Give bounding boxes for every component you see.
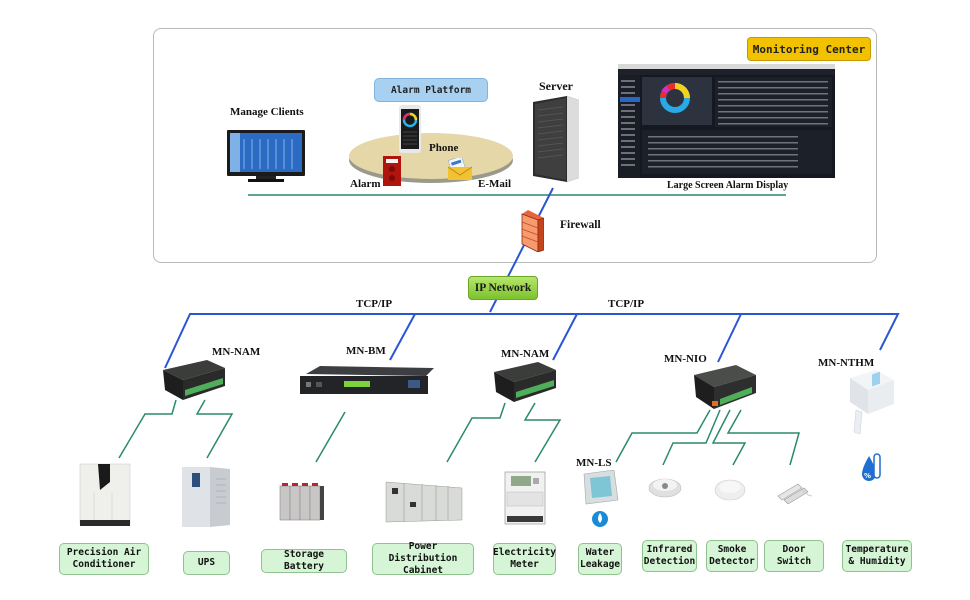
email-icon [448, 158, 472, 180]
controller-label-mn-nam-1: MN-NAM [212, 346, 261, 358]
phone-label: Phone [429, 142, 459, 154]
device-label-storage-battery: Storage Battery [261, 549, 347, 573]
storage-battery-image [279, 483, 324, 521]
controller-label-mn-nam-2: MN-NAM [501, 348, 550, 360]
water-leakage-sensor-image [583, 470, 619, 527]
manage-clients-label: Manage Clients [230, 106, 304, 118]
device-label-ups: UPS [183, 551, 230, 575]
mn-nam-device-2 [494, 362, 556, 402]
device-label-line1: Precision Air [66, 547, 142, 558]
alarm-siren-icon [383, 156, 401, 186]
controller-label-mn-ls: MN-LS [576, 457, 612, 469]
field-line-pdc [446, 402, 506, 463]
field-line-infrared [662, 409, 721, 466]
mn-bm-device [300, 366, 434, 394]
device-label-temperature-humidity: Temperature& Humidity [842, 540, 912, 572]
field-line-water [615, 409, 711, 463]
device-label-line2: Meter [510, 559, 539, 570]
device-label-line1: Electricity [493, 547, 556, 558]
device-label-line2: Detector [709, 556, 755, 567]
alarm-label: Alarm [350, 178, 381, 190]
field-line-battery [315, 411, 346, 463]
device-label-line2: Detection [643, 556, 696, 567]
field-line-ups [195, 399, 234, 459]
email-label: E-Mail [478, 178, 511, 190]
mn-nam2-uplink [552, 313, 578, 361]
device-label-line2: Conditioner [72, 559, 136, 570]
alarm-platform-badge: Alarm Platform [374, 78, 488, 102]
tcpip-backbone-line [164, 313, 900, 369]
large-screen-display [618, 64, 835, 178]
device-label-line2: Leakage [579, 559, 621, 570]
smoke-detector-image [714, 479, 746, 501]
infrared-detector-image [648, 478, 682, 498]
mn-bm-uplink [389, 313, 416, 361]
large-screen-label: Large Screen Alarm Display [667, 180, 789, 191]
tcpip-label-right: TCP/IP [608, 298, 645, 310]
controller-label-mn-nthm: MN-NTHM [818, 357, 875, 369]
field-line-door [726, 409, 800, 466]
phone-icon [399, 105, 421, 153]
field-line-smoke [711, 409, 747, 466]
svg-text:%: % [864, 472, 871, 480]
monitor-icon [227, 130, 305, 182]
server-label: Server [539, 79, 573, 93]
device-label-line2: & Humidity [848, 556, 906, 567]
device-label-line1: Temperature [845, 544, 909, 555]
temperature-humidity-icon: % [862, 453, 881, 481]
power-distribution-cabinet-image [385, 481, 463, 523]
device-label-line1: UPS [197, 557, 216, 568]
mn-nio-uplink [717, 313, 742, 363]
field-line-meter [523, 402, 562, 463]
firewall-label: Firewall [560, 219, 601, 231]
electricity-meter-image [504, 471, 546, 525]
firewall-icon [521, 210, 544, 252]
device-label-line1: Smoke [717, 544, 747, 555]
device-label-line1: Door [782, 544, 806, 555]
door-switch-image [777, 483, 812, 504]
device-label-line1: Infrared [646, 544, 693, 555]
monitoring-center-badge: Monitoring Center [747, 37, 871, 61]
field-line-pac [118, 399, 177, 459]
device-label-line2: Cabinet [402, 565, 444, 576]
mn-nthm-sensor [850, 370, 894, 435]
controller-label-mn-nio: MN-NIO [664, 353, 707, 365]
precision-air-conditioner-image [79, 463, 131, 526]
device-label-line1: Storage Battery [283, 549, 325, 572]
device-label-line2: Switch [776, 556, 812, 567]
controller-label-mn-bm: MN-BM [346, 345, 386, 357]
server-icon [533, 96, 579, 182]
mn-nam-device-1 [163, 360, 225, 400]
mn-nio-device [694, 365, 756, 409]
ups-image [182, 467, 230, 527]
tcpip-label-left: TCP/IP [356, 298, 393, 310]
device-label-line1: Power Distribution [388, 541, 458, 564]
ip-network-badge: IP Network [468, 276, 538, 300]
device-label-line1: Water [585, 547, 615, 558]
